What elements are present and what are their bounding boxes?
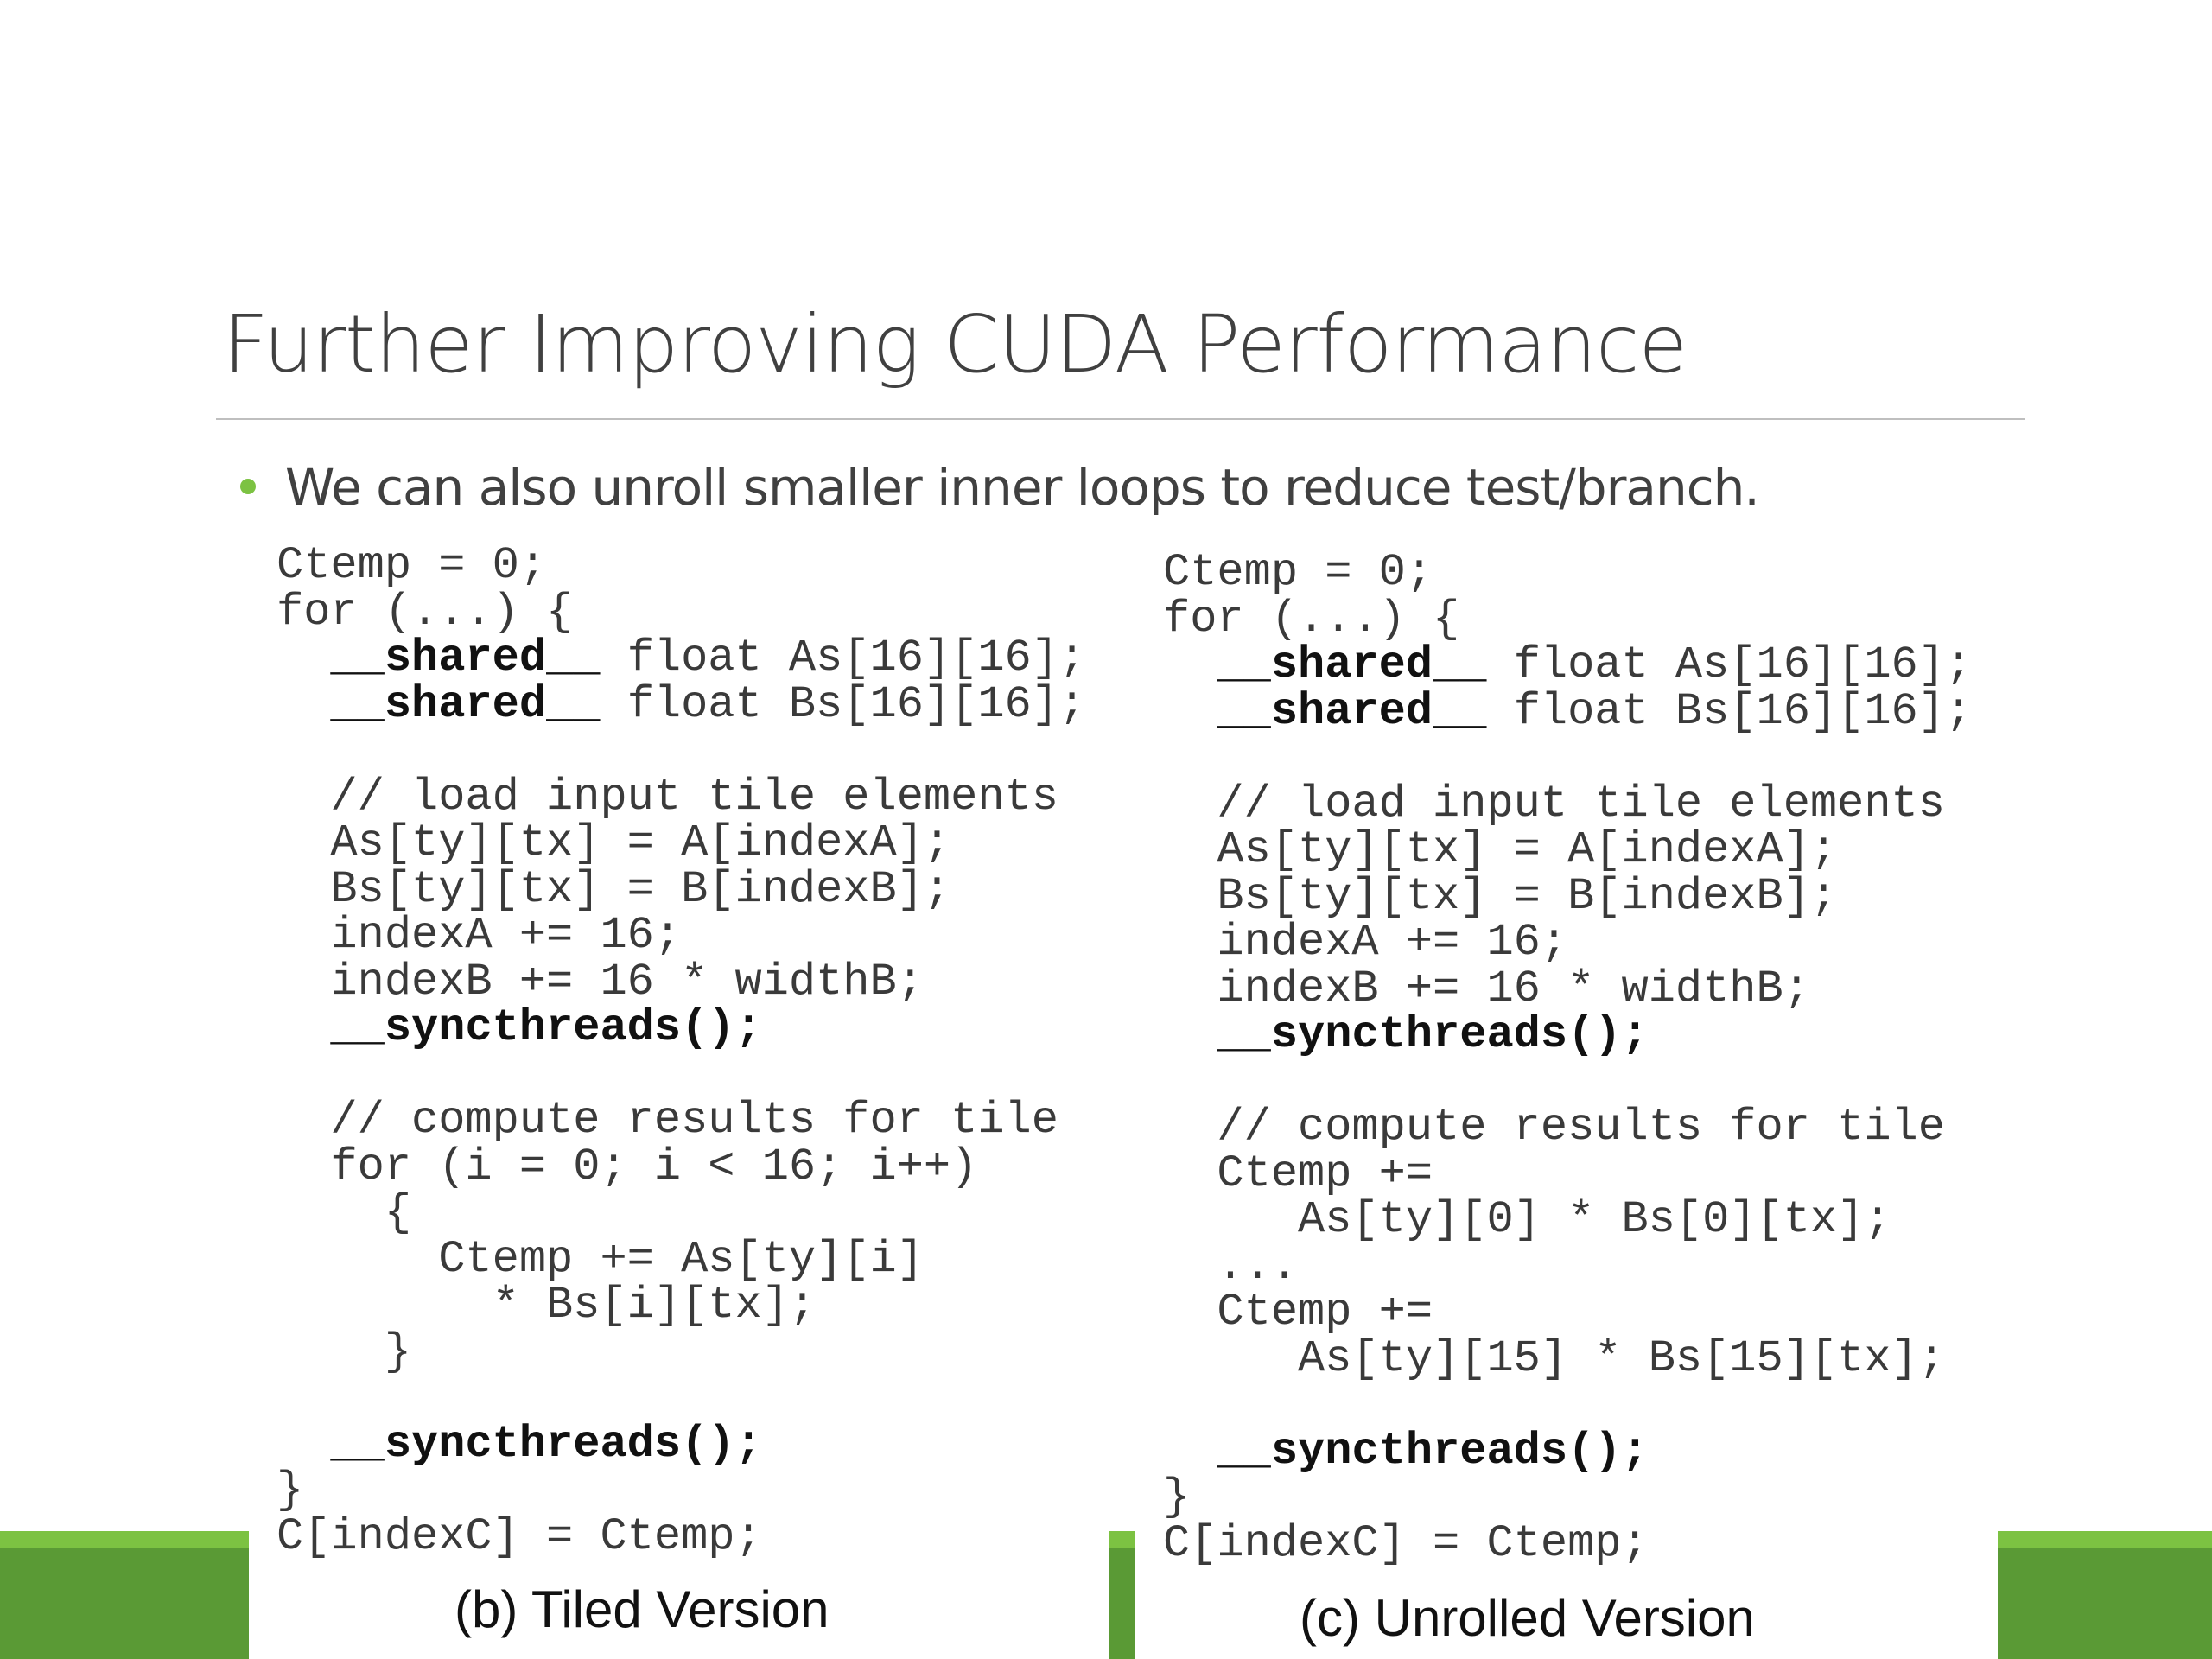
code-line: As[ty][tx] = A[indexA]; <box>276 817 951 868</box>
code-line <box>276 728 1085 774</box>
code-line: { <box>276 1187 412 1238</box>
tiled-code-block: Ctemp = 0;for (...) { __shared__ float A… <box>276 543 1085 1560</box>
code-line: __syncthreads(); <box>330 1002 762 1053</box>
unrolled-version-panel: Ctemp = 0;for (...) { __shared__ float A… <box>1135 543 1998 1659</box>
code-line: C[indexC] = Ctemp; <box>1163 1517 1649 1569</box>
code-line: __syncthreads(); <box>1217 1009 1649 1060</box>
code-line: for (i = 0; i < 16; i++) <box>276 1141 978 1192</box>
code-line: Bs[ty][tx] = B[indexB]; <box>1163 870 1838 922</box>
code-line: indexB += 16 * widthB; <box>276 956 924 1007</box>
code-line: for (...) { <box>276 586 574 638</box>
code-line: } <box>1163 1471 1191 1522</box>
unrolled-code-block: Ctemp = 0;for (...) { __shared__ float A… <box>1163 550 1972 1567</box>
code-line: indexB += 16 * widthB; <box>1163 963 1810 1014</box>
code-line: } <box>276 1325 412 1377</box>
code-line <box>276 1375 1085 1421</box>
code-line: Ctemp = 0; <box>1163 547 1433 598</box>
bullet-dot-icon <box>240 479 256 494</box>
code-line: // load input tile elements <box>1163 778 1945 830</box>
slide-title: Further Improving CUDA Performance <box>223 298 1688 391</box>
bullet-text: We can also unroll smaller inner loops t… <box>285 458 1760 517</box>
code-line <box>1163 734 1972 781</box>
code-line: __shared__ float Bs[16][16]; <box>330 678 1086 730</box>
code-line: As[ty][0] * Bs[0][tx]; <box>1163 1194 1891 1245</box>
code-line: indexA += 16; <box>1163 917 1568 968</box>
code-line: __syncthreads(); <box>330 1418 762 1470</box>
tiled-version-panel: Ctemp = 0;for (...) { __shared__ float A… <box>249 543 1109 1659</box>
code-line: __shared__ float As[16][16]; <box>1217 639 1973 690</box>
code-line <box>276 1052 1085 1098</box>
code-line: __shared__ float Bs[16][16]; <box>1217 685 1973 737</box>
code-line: // compute results for tile <box>276 1095 1058 1146</box>
code-line: indexA += 16; <box>276 910 682 961</box>
code-line: // compute results for tile <box>1163 1102 1945 1153</box>
code-line: Ctemp += <box>1163 1147 1433 1199</box>
code-line <box>1163 1382 1972 1428</box>
code-line: } <box>276 1465 304 1516</box>
code-line: Ctemp += As[ty][i] <box>276 1233 924 1285</box>
code-line: C[indexC] = Ctemp; <box>276 1510 762 1562</box>
unrolled-version-caption: (c) Unrolled Version <box>1300 1589 1755 1647</box>
code-line: // load input tile elements <box>276 771 1058 823</box>
code-line: As[ty][tx] = A[indexA]; <box>1163 824 1838 875</box>
code-line: for (...) { <box>1163 593 1460 645</box>
code-line: Ctemp = 0; <box>276 540 547 591</box>
code-line: As[ty][15] * Bs[15][tx]; <box>1163 1332 1945 1384</box>
code-line: Ctemp += <box>1163 1287 1433 1338</box>
code-line: * Bs[i][tx]; <box>276 1280 817 1331</box>
code-line: __syncthreads(); <box>1217 1425 1649 1477</box>
code-line: ... <box>1163 1240 1299 1292</box>
tiled-version-caption: (b) Tiled Version <box>454 1580 830 1638</box>
title-divider <box>216 418 2025 420</box>
code-line: __shared__ float As[16][16]; <box>330 632 1086 683</box>
code-line: Bs[ty][tx] = B[indexB]; <box>276 863 951 915</box>
code-line <box>1163 1058 1972 1105</box>
